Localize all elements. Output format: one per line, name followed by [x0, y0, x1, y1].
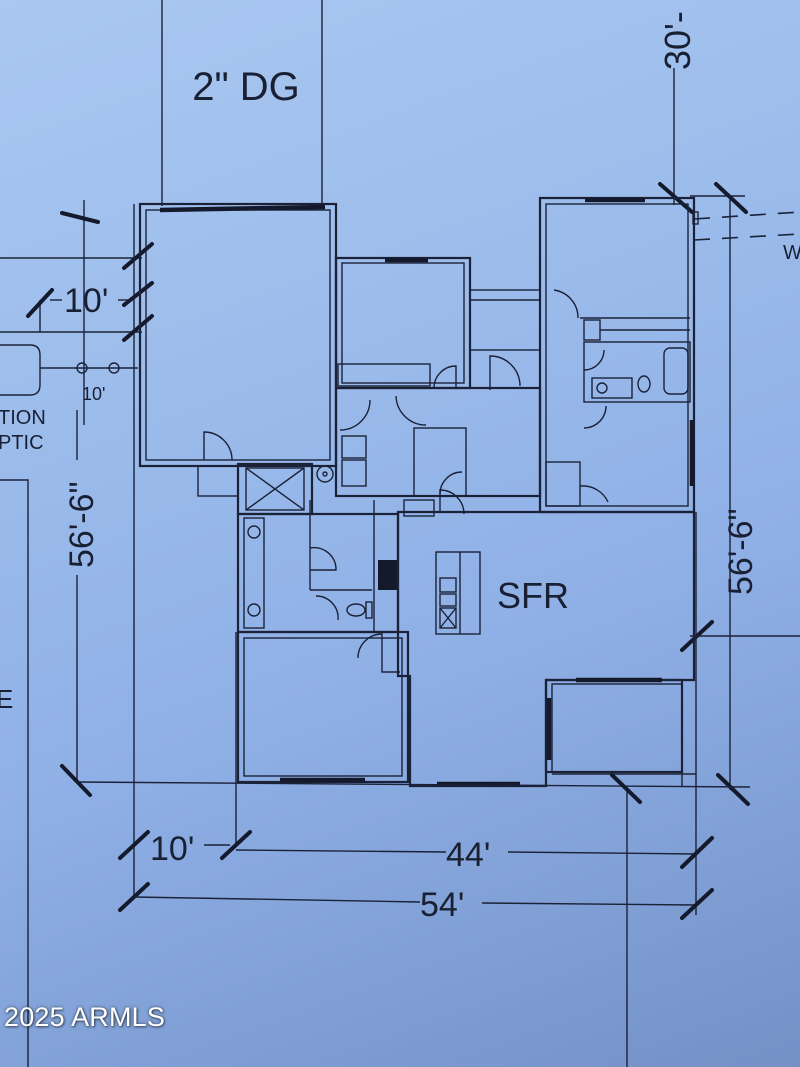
footprint-lines: [75, 204, 751, 1067]
bottom-setback-label: 10': [150, 830, 194, 868]
driveway: 2" DG: [161, 0, 323, 206]
top-setback-dimension: 30'-: [657, 11, 748, 214]
left-dim-top-label: 10': [64, 282, 108, 320]
bottom-width-label: 44': [446, 836, 490, 874]
right-wing: [538, 196, 696, 514]
main-structure-label: SFR: [497, 575, 569, 616]
bottom-dimensions: 10' 44' 54': [118, 830, 714, 924]
left-small-label: 10': [82, 384, 105, 404]
left-depth-dimension: 56'-6": [60, 410, 101, 797]
bedroom-top-middle: [334, 256, 472, 390]
left-side-text-line1: TION: [0, 407, 46, 429]
top-setback-label: 30'-: [657, 11, 698, 70]
hallway: [334, 289, 542, 498]
master-bath: [236, 500, 400, 634]
bedroom-bottom-right: [544, 677, 696, 786]
right-depth-label: 56'-6": [722, 508, 760, 595]
bedroom-bottom-left: [236, 630, 410, 784]
left-side-text-line2: PTIC: [0, 432, 44, 454]
watermark: 2025 ARMLS: [4, 1002, 166, 1032]
right-depth-dimension: 56'-6": [680, 508, 800, 806]
left-edge-fragment: E: [0, 684, 13, 714]
laundry-area: [236, 462, 334, 516]
garage: [138, 202, 338, 497]
septic-area: 10' TION PTIC 10' E: [0, 200, 154, 1067]
left-depth-label: 56'-6": [63, 481, 101, 568]
right-edge-fragment: W: [783, 242, 800, 264]
bottom-total-label: 54': [420, 886, 464, 924]
driveway-label: 2" DG: [192, 65, 300, 109]
water-line: W: [690, 195, 800, 790]
